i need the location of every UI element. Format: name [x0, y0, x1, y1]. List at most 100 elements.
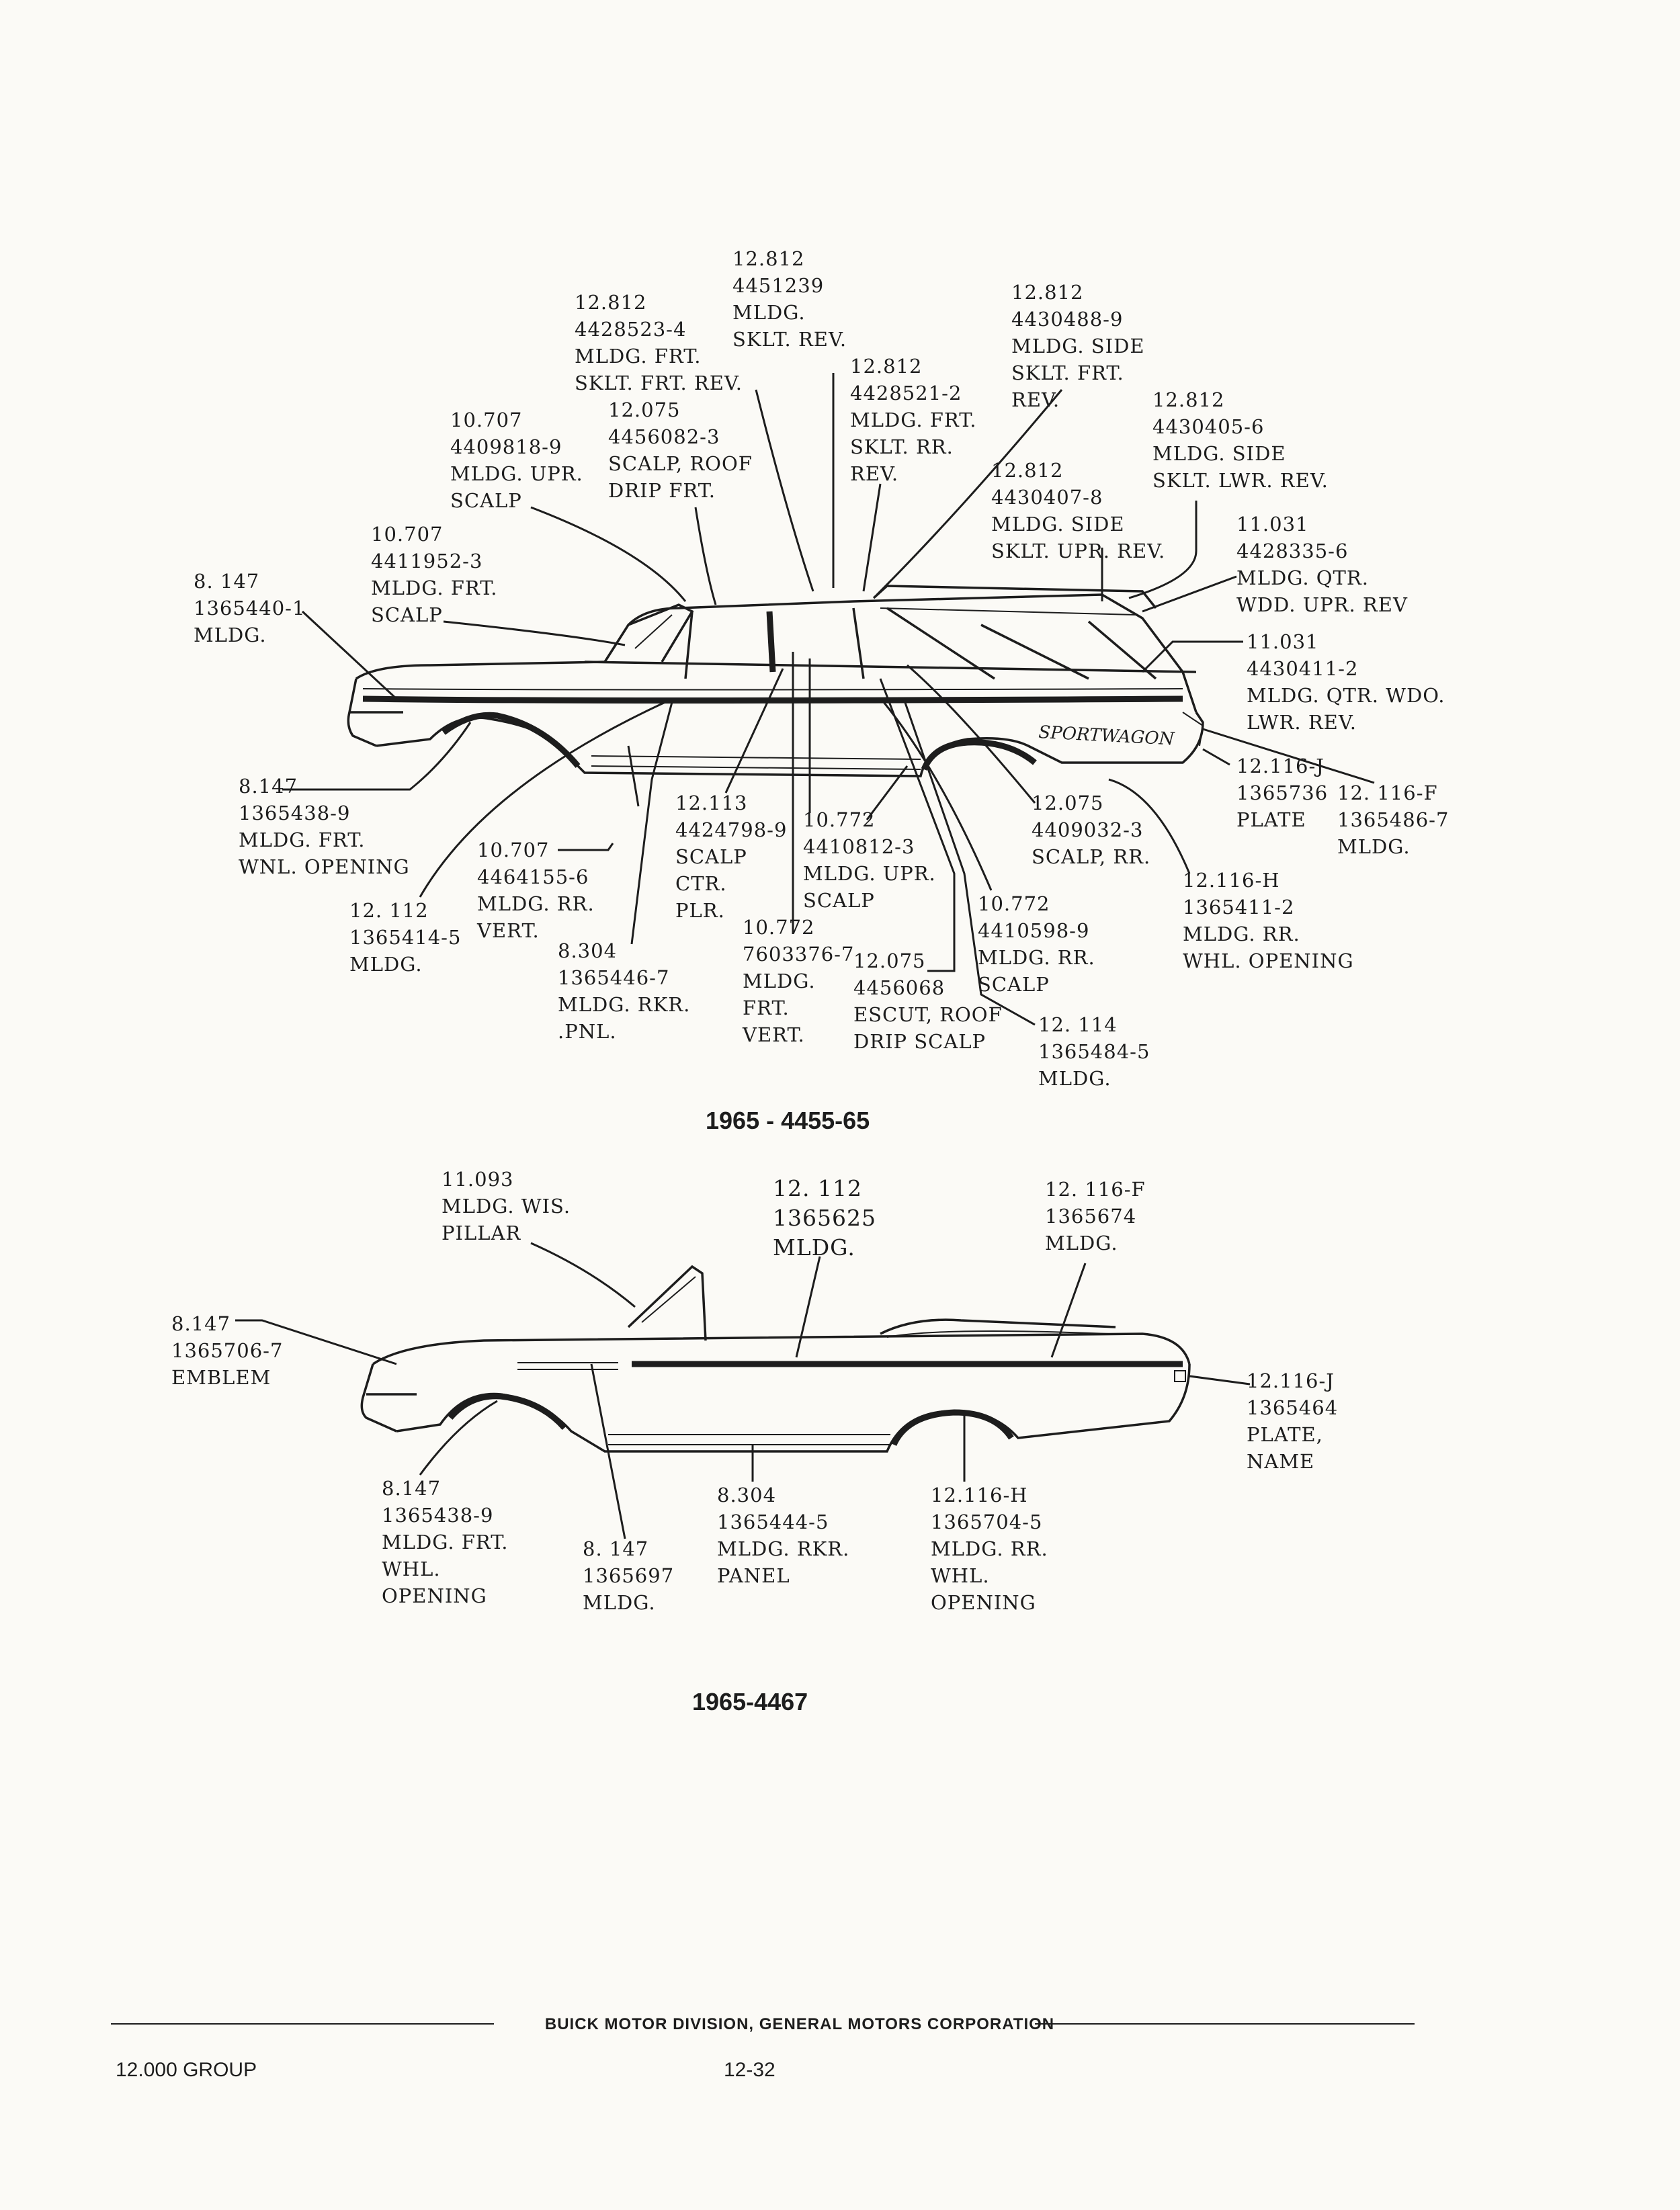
callout-line: SKLT. FRT. REV. — [575, 372, 743, 394]
callout-line: PILLAR — [442, 1222, 521, 1244]
wagon-body-outline: SPORTWAGON — [347, 585, 1204, 777]
callout-line: 1365444-5 — [717, 1511, 829, 1533]
page-footer: BUICK MOTOR DIVISION, GENERAL MOTORS COR… — [111, 2015, 1415, 2081]
callout-line: 11.031 — [1236, 513, 1308, 536]
callout-line: 4428523-4 — [575, 318, 686, 341]
sportwagon-script-emblem: SPORTWAGON — [1038, 722, 1176, 750]
callout-line: 1365674 — [1045, 1205, 1136, 1228]
convertible-leader-lines — [235, 1242, 1251, 1539]
callout-line: MLDG. — [349, 953, 423, 976]
callout-line: MLDG. WIS. — [442, 1195, 571, 1218]
callout-line: 4410598-9 — [978, 919, 1089, 942]
callout-line: SKLT. LWR. REV. — [1152, 469, 1329, 492]
callout-line: 4451239 — [732, 274, 824, 297]
callout-line: 12.116-J — [1247, 1369, 1335, 1392]
callout-line: SCALP, ROOF — [608, 452, 753, 475]
callout-line: MLDG. UPR. — [803, 862, 936, 885]
callout-line: REV. — [1011, 388, 1060, 411]
callout-line: 12.812 — [732, 247, 804, 270]
callout-line: 1365414-5 — [349, 926, 461, 949]
callout-line: MLDG. — [583, 1591, 656, 1614]
callout-line: VERT. — [476, 919, 540, 942]
callout-line: PLR. — [675, 899, 725, 922]
callout-line: 4456068 — [853, 976, 945, 999]
callout-line: MLDG. — [732, 301, 806, 324]
footer-group: 12.000 GROUP — [116, 2059, 257, 2081]
callout-line: 8. 147 — [583, 1537, 648, 1560]
callout-line: 12.116-J — [1236, 755, 1325, 777]
callout-line: SKLT. REV. — [732, 328, 847, 351]
callout-line: 1365736 — [1236, 781, 1328, 804]
callout-line: 1365446-7 — [558, 966, 669, 989]
callout-line: MLDG. — [1337, 835, 1411, 858]
callout-line: 12.812 — [1152, 388, 1224, 411]
callout-line: 4430407-8 — [991, 486, 1103, 509]
callout-line: .PNL. — [558, 1020, 617, 1043]
callout-line: 10.772 — [743, 916, 814, 939]
callout-line: OPENING — [931, 1591, 1036, 1614]
callout-line: WHL. OPENING — [1183, 949, 1354, 972]
callout-line: 12.812 — [850, 355, 922, 378]
callout-line: 1365704-5 — [931, 1511, 1042, 1533]
callout-line: MLDG. SIDE — [991, 513, 1125, 536]
callout-line: MLDG. SIDE — [1152, 442, 1286, 465]
callout-line: 4430411-2 — [1247, 657, 1358, 680]
callout-line: PLATE — [1236, 808, 1306, 831]
callout-line: DRIP SCALP — [853, 1030, 986, 1053]
callout-line: 1365440-1 — [194, 597, 305, 620]
callout-line: MLDG. RR. — [477, 892, 595, 915]
callout-line: 4456082-3 — [608, 425, 720, 448]
callout-line: 1365697 — [583, 1564, 674, 1587]
callout-line: 1365706-7 — [171, 1339, 283, 1362]
callout-line: 12.812 — [991, 459, 1063, 482]
callout-line: 1365411-2 — [1183, 896, 1294, 919]
callout-line: 1365438-9 — [382, 1504, 493, 1527]
callout-line: 1365484-5 — [1038, 1040, 1150, 1063]
convertible-caption: 1965-4467 — [692, 1688, 808, 1715]
callout-line: SKLT. RR. — [850, 435, 954, 458]
callout-line: WHL. — [382, 1558, 441, 1580]
footer-division: BUICK MOTOR DIVISION, GENERAL MOTORS COR… — [545, 2015, 1054, 2033]
callout-line: 10.707 — [477, 839, 549, 861]
callout-line: 8.147 — [239, 775, 298, 798]
callout-line: 1365625 — [773, 1205, 876, 1231]
wagon-leader-lines — [282, 373, 1375, 1026]
callout-line: MLDG. RR. — [1183, 923, 1300, 945]
callout-line: EMBLEM — [171, 1366, 271, 1389]
wagon-caption: 1965 - 4455-65 — [706, 1107, 870, 1134]
callout-line: 8. 147 — [194, 570, 259, 593]
callout-line: 11.093 — [442, 1168, 513, 1191]
callout-line: MLDG. RKR. — [717, 1537, 849, 1560]
callout-line: DRIP FRT. — [608, 479, 716, 502]
callout-line: MLDG. QTR. WDO. — [1247, 684, 1445, 707]
callout-line: REV. — [850, 462, 898, 485]
callout-line: MLDG. FRT. — [850, 409, 977, 431]
callout-line: 1365438-9 — [239, 802, 350, 824]
callout-line: 12. 116-F — [1337, 781, 1438, 804]
callout-line: FRT. — [743, 996, 790, 1019]
callout-line: 12.075 — [1032, 792, 1103, 814]
callout-line: WHL. — [931, 1564, 990, 1587]
convertible-body-outline — [360, 1265, 1191, 1453]
